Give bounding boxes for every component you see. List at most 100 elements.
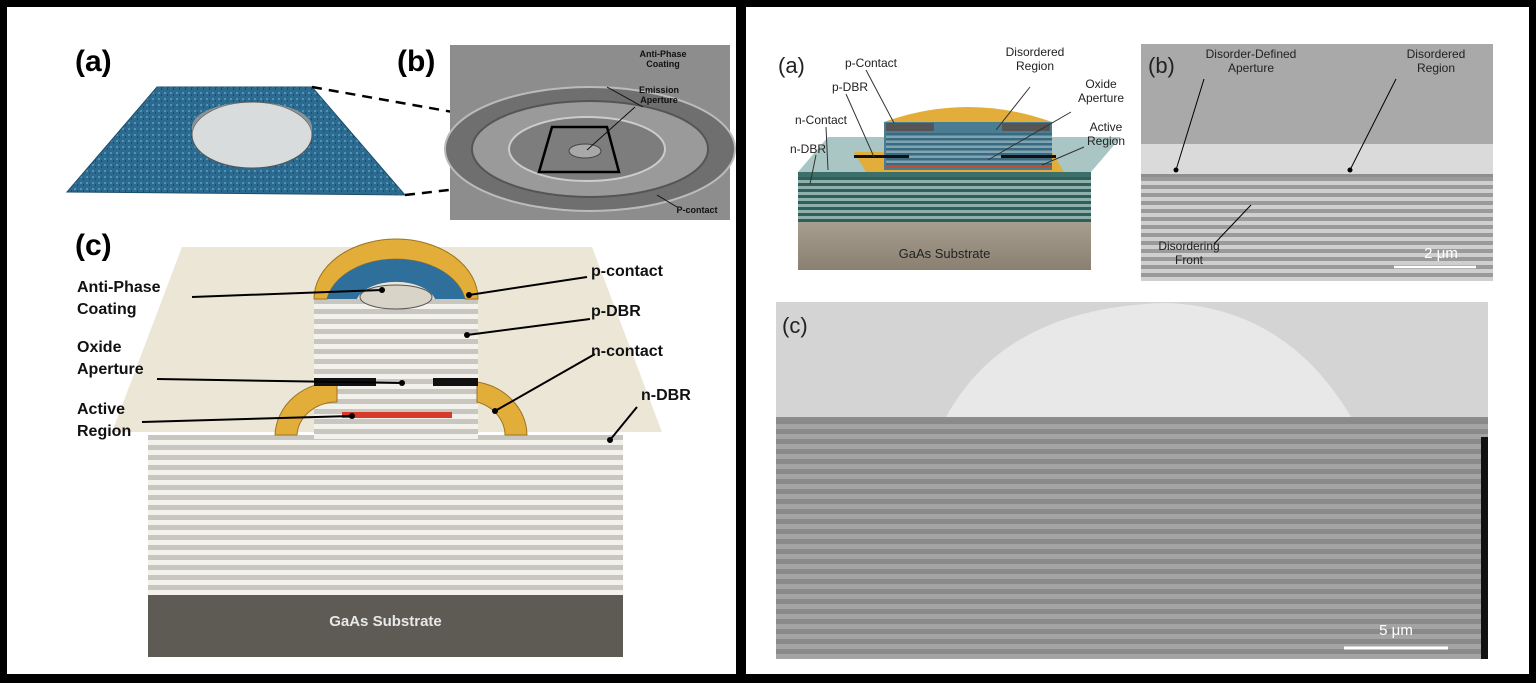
schematic-p-dbr-layer	[886, 135, 1052, 138]
micrograph-c-layer	[776, 634, 1488, 639]
schematic-p-dbr-layer	[886, 155, 1052, 158]
micrograph-b-layer	[1141, 269, 1493, 273]
label-n-dbr: n-DBR	[641, 387, 691, 404]
micrograph-c-layer	[776, 524, 1488, 529]
p-dbr-layer	[314, 324, 478, 329]
micrograph-c-layer	[776, 439, 1488, 444]
schematic-p-dbr-layer	[886, 138, 1052, 141]
micrograph-c-layer	[776, 459, 1488, 464]
sem-label-anti-phase: Anti-Phase Coating	[639, 49, 687, 69]
left-figure-panel: (a) (b) (c) Anti-Phase Coating Emission …	[7, 7, 736, 674]
n-dbr-layer	[148, 505, 623, 510]
micrograph-c-layer	[776, 519, 1488, 524]
schematic-n-dbr-stack	[798, 177, 1091, 225]
panel-label-a: (a)	[75, 45, 112, 78]
micrograph-c-layer	[776, 489, 1488, 494]
schematic-p-dbr-layer	[886, 153, 1052, 156]
n-dbr-layer	[148, 455, 623, 460]
n-dbr-layer	[148, 465, 623, 470]
schematic-n-dbr-layer	[798, 177, 1091, 180]
n-dbr-layer	[148, 470, 623, 475]
micrograph-b-layer	[1141, 261, 1493, 265]
micrograph-c-layer	[776, 654, 1488, 659]
panel-label-b: (b)	[397, 45, 436, 78]
n-dbr-layer	[148, 445, 623, 450]
schematic-p-dbr-layer	[886, 143, 1052, 146]
schematic-n-dbr-layer	[798, 186, 1091, 189]
micrograph-c-layer	[776, 464, 1488, 469]
schematic-p-dbr-layer	[886, 163, 1052, 166]
panel-label-c: (c)	[75, 229, 112, 262]
micrograph-c-layer	[776, 589, 1488, 594]
schematic-n-dbr-layer	[798, 201, 1091, 204]
n-dbr-layer	[148, 450, 623, 455]
label-p-dbr: p-DBR	[591, 303, 641, 320]
p-dbr-layer	[314, 364, 478, 369]
micrograph-c-layer	[776, 484, 1488, 489]
n-dbr-layer	[148, 555, 623, 560]
micrograph-c-layer	[776, 419, 1488, 424]
right-label-a: (a)	[778, 53, 805, 78]
n-dbr-layer	[148, 540, 623, 545]
micrograph-c-layer	[776, 639, 1488, 644]
micrograph-b-layer	[1141, 181, 1493, 185]
micrograph-c-layer	[776, 609, 1488, 614]
p-dbr-layer	[314, 404, 478, 409]
micrograph-c-layer	[776, 624, 1488, 629]
p-dbr-layer	[314, 309, 478, 314]
micrograph-b-layer	[1141, 249, 1493, 253]
n-dbr-layer	[148, 485, 623, 490]
schematic-n-dbr-layer	[798, 183, 1091, 186]
p-dbr-layer	[314, 419, 478, 424]
schematic-n-dbr-layer	[798, 198, 1091, 201]
micrograph-b-layer	[1141, 217, 1493, 221]
schematic-p-dbr-stack	[886, 133, 1052, 168]
schematic-n-dbr-layer	[798, 207, 1091, 210]
micrograph-c-layer	[776, 579, 1488, 584]
p-dbr-layer	[314, 384, 478, 389]
schematic-n-dbr-layer	[798, 204, 1091, 207]
micrograph-b-layer	[1141, 189, 1493, 193]
micrograph-c-layer	[776, 434, 1488, 439]
micrograph-c-layer	[776, 514, 1488, 519]
n-dbr-layer	[148, 575, 623, 580]
micrograph-b-layer	[1141, 237, 1493, 241]
micrograph-c-layer	[776, 454, 1488, 459]
micrograph-c-layer	[776, 554, 1488, 559]
micro-b-scale-bar: 2 μm	[1424, 245, 1458, 262]
n-dbr-layer	[148, 560, 623, 565]
p-dbr-layer	[314, 429, 478, 434]
micrograph-c-layer	[776, 544, 1488, 549]
micrograph-b-layer	[1141, 193, 1493, 197]
n-dbr-layer	[148, 475, 623, 480]
p-dbr-layer	[314, 409, 478, 414]
schem-label-n-dbr: n-DBR	[789, 142, 826, 156]
n-dbr-stack	[148, 435, 623, 595]
n-dbr-layer	[148, 515, 623, 520]
micro-b-label-front: Disordering Front	[1158, 239, 1220, 267]
schematic-p-dbr-layer	[886, 158, 1052, 161]
micrograph-c-layer	[776, 619, 1488, 624]
micrograph-b-layer	[1141, 201, 1493, 205]
schematic-p-dbr-layer	[886, 150, 1052, 153]
label-active-region: Active Region	[77, 401, 132, 440]
label-p-contact: p-contact	[591, 263, 663, 280]
schematic-p-dbr-layer	[886, 148, 1052, 151]
p-dbr-layer	[314, 379, 478, 384]
p-dbr-layer	[314, 349, 478, 354]
n-dbr-layer	[148, 545, 623, 550]
micrograph-c-layer	[776, 469, 1488, 474]
n-dbr-layer	[148, 585, 623, 590]
p-dbr-layer	[314, 434, 478, 439]
micrograph-c-layer	[776, 604, 1488, 609]
right-figure-panel: (a) (b) (c) p-Contact p-DBR n-Contact n-…	[746, 7, 1529, 674]
right-label-c: (c)	[782, 313, 808, 338]
n-dbr-layer	[148, 460, 623, 465]
micrograph-c-layer	[776, 424, 1488, 429]
p-dbr-layer	[314, 374, 478, 379]
micrograph-b-layer	[1141, 221, 1493, 225]
micrograph-b-layer	[1141, 205, 1493, 209]
micrograph-c-layer	[776, 549, 1488, 554]
micrograph-c-layer	[776, 509, 1488, 514]
micrograph-c-layer	[776, 644, 1488, 649]
